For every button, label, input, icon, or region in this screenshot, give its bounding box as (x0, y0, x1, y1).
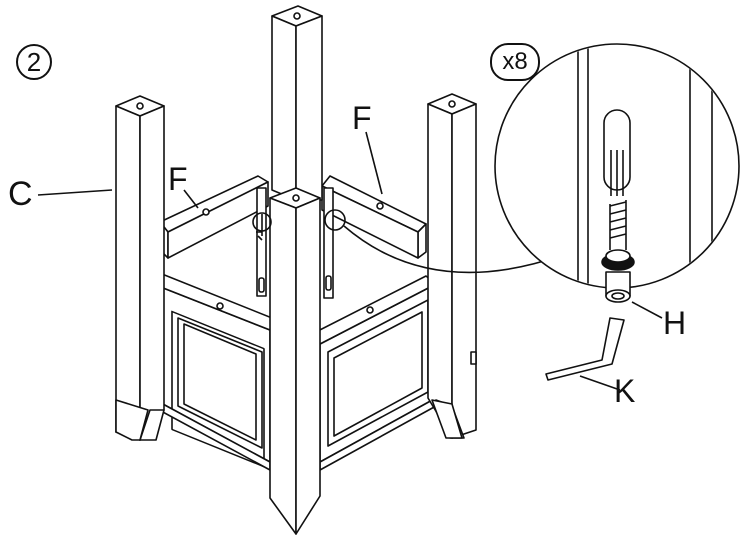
apron-left (147, 273, 283, 471)
leg-back (271, 5, 323, 201)
label-rail-f-right: F (352, 100, 372, 136)
bolt-small (252, 212, 272, 241)
detail-zoom (494, 43, 740, 289)
label-rail-f-left: F (168, 161, 188, 197)
label-leg-c: C (8, 175, 33, 213)
rail-back-left (159, 175, 269, 297)
apron-right (307, 275, 437, 471)
leg-left (115, 95, 165, 441)
hex-key-k (545, 317, 625, 391)
quantity-badge: x8 (490, 43, 540, 81)
label-wrench-k: K (614, 373, 636, 409)
bolt-h (605, 271, 663, 319)
leaders (37, 131, 383, 209)
feet (115, 399, 463, 441)
leg-right (427, 93, 477, 439)
leg-front (269, 187, 321, 535)
rail-back-right (321, 175, 427, 299)
step-number: 2 (16, 44, 52, 80)
callout (324, 209, 561, 274)
label-bolt-h: H (663, 305, 687, 341)
